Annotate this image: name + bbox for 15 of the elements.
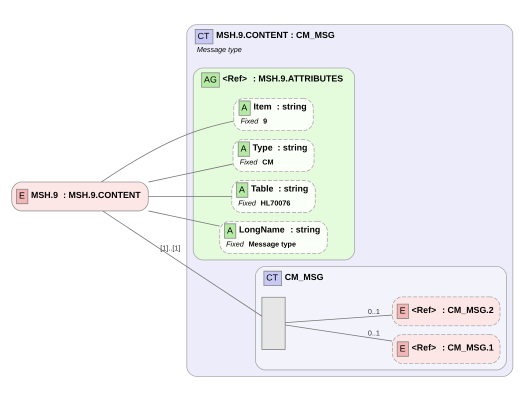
node-box: E MSH.9 : MSH.9.CONTENT (11, 181, 149, 211)
connector (284, 314, 392, 322)
edge-label: 0..1 (368, 328, 380, 338)
edge-label: [1]..[1] (160, 242, 180, 252)
edge-label: 0..1 (368, 306, 380, 316)
node-box (261, 296, 286, 350)
connector (100, 120, 234, 182)
connector (148, 163, 234, 182)
node-box: A Item : string Fixed 9 (233, 98, 314, 131)
connector (284, 324, 392, 341)
node-box: A LongName : string Fixed Message type (219, 220, 328, 254)
node-box: E <Ref> : CM_MSG.1 (392, 334, 500, 364)
connector (102, 210, 262, 316)
node-box: E <Ref> : CM_MSG.2 (392, 296, 500, 326)
connector (148, 210, 220, 226)
